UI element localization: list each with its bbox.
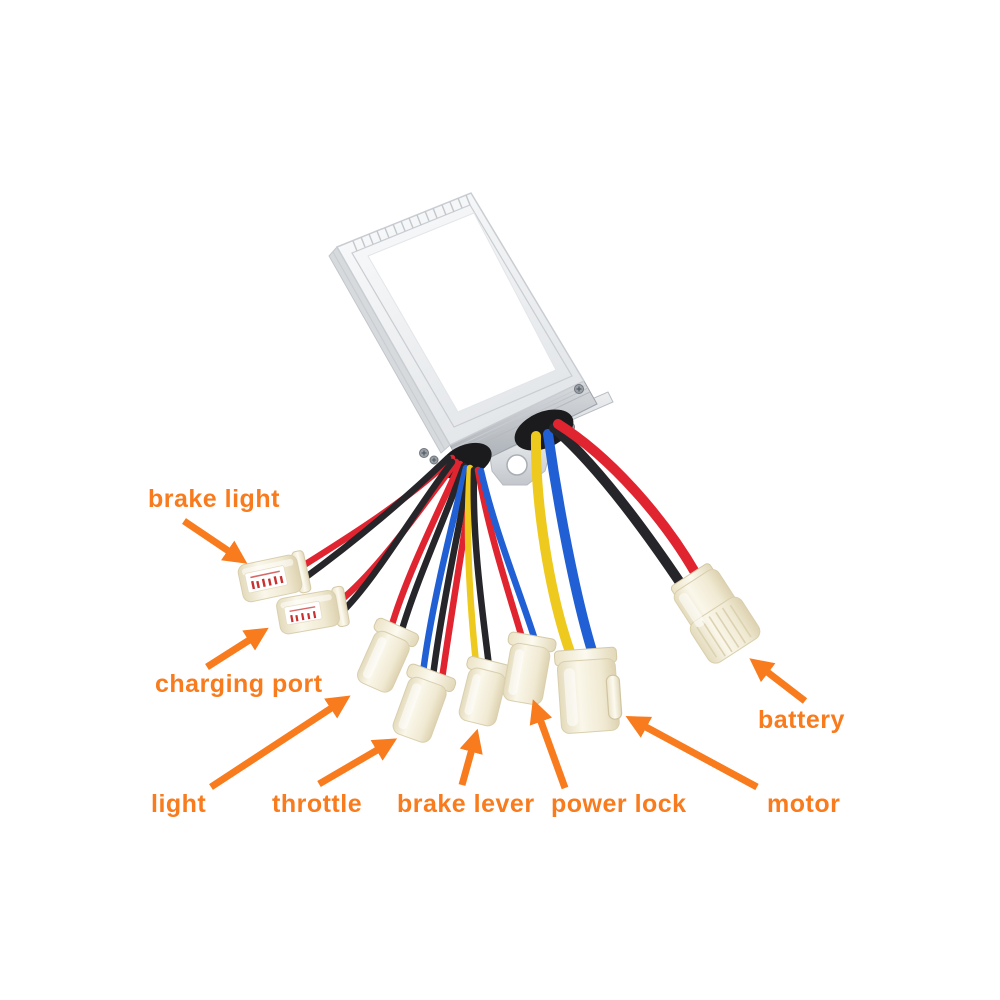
arrow-power-lock	[529, 699, 569, 790]
cooling-fins	[352, 194, 471, 252]
label-light: light	[151, 790, 207, 818]
label-battery: battery	[758, 706, 845, 734]
wire-charging-black	[337, 458, 456, 617]
screw	[574, 384, 584, 394]
blank-product-label	[367, 212, 557, 413]
arrow-brake-lever	[458, 728, 483, 786]
arrow-light	[209, 695, 351, 790]
sticker-red-print	[244, 565, 288, 594]
grip-ridges	[696, 604, 752, 658]
wire-light-black	[397, 462, 468, 637]
connector-light	[357, 617, 420, 693]
wire-throttle-blue	[419, 464, 470, 677]
arrow-charging-port	[205, 627, 269, 670]
wire-throttle-black	[429, 466, 474, 680]
wire-power-lock-blue	[477, 467, 540, 647]
arrow-throttle	[317, 738, 398, 788]
connector-battery	[670, 563, 761, 664]
wire-light-red	[387, 460, 464, 632]
lid-frame	[351, 204, 573, 428]
wire-battery-red	[553, 419, 701, 579]
wire-motor-blue	[543, 429, 597, 656]
label-power-lock: power lock	[551, 790, 687, 818]
arrow-brake-light	[182, 518, 248, 564]
wire-harness	[297, 419, 701, 683]
connector-motor	[553, 646, 623, 734]
connector-latch	[605, 674, 623, 720]
connector-charging-port	[276, 585, 350, 635]
connector-brake-light	[237, 550, 312, 603]
wire-motor-yellow	[530, 431, 575, 657]
connector-throttle	[392, 663, 457, 743]
wire-power-lock-red	[474, 466, 527, 645]
label-motor: motor	[767, 790, 841, 818]
arrow-battery	[749, 658, 808, 704]
screw	[429, 455, 439, 465]
mounting-hole	[506, 454, 528, 476]
sticker-red-print	[283, 600, 323, 626]
wire-brake-lever-yellow	[464, 464, 480, 667]
callout-arrows	[182, 518, 808, 791]
label-brake-lever: brake lever	[397, 790, 535, 818]
label-throttle: throttle	[272, 790, 363, 818]
wire-brake-lever-black	[470, 466, 493, 670]
arrow-motor	[625, 716, 759, 791]
wire-brake-light-black	[298, 454, 452, 584]
controller-box	[328, 192, 614, 486]
label-charging-port: charging port	[155, 670, 323, 698]
label-brake-light: brake light	[148, 485, 280, 513]
connector-power-lock	[502, 631, 557, 706]
screw	[419, 448, 429, 458]
connector-brake-lever	[458, 656, 513, 727]
wire-battery-black	[549, 423, 686, 589]
